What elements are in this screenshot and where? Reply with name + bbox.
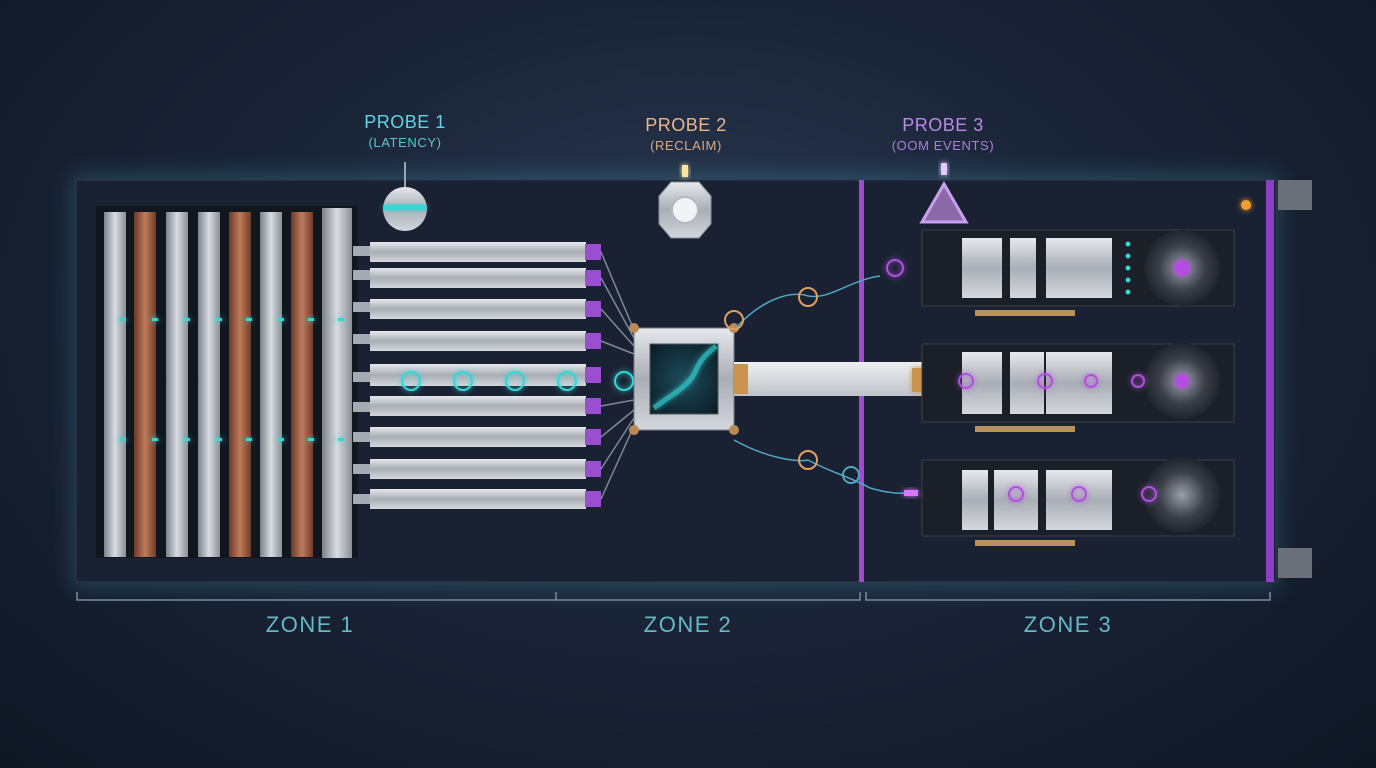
channel-bar: [370, 331, 586, 351]
cpu-traces: [600, 251, 635, 500]
channel-bar: [370, 427, 586, 447]
probe-1-sensor: [383, 162, 427, 231]
bracket-top: [1278, 180, 1312, 210]
bracket-bottom: [1278, 548, 1312, 578]
status-led: [1241, 200, 1251, 210]
probe-3-sensor: [919, 163, 969, 224]
oom-marker: [842, 466, 860, 484]
channel-bar: [370, 459, 586, 479]
probe-2-sensor: [658, 165, 712, 239]
ram-module: [322, 208, 352, 558]
ram-module: [104, 212, 126, 557]
fan-icon: [1144, 457, 1220, 533]
latency-markers: [401, 371, 634, 391]
probe-3-title: PROBE 3: [902, 115, 984, 135]
gpu-card-2: [921, 343, 1235, 432]
ram-bank: [96, 206, 358, 558]
zone-2-label: ZONE 2: [643, 612, 733, 637]
probe-1-subtitle: (LATENCY): [368, 135, 442, 150]
ram-module: [260, 212, 282, 557]
channel-bar: [370, 242, 586, 262]
probe-2-title: PROBE 2: [645, 115, 727, 135]
cpu-package: [629, 323, 739, 435]
zone-brackets: [76, 592, 1271, 601]
zone-1-label: ZONE 1: [265, 612, 355, 637]
ram-module: [166, 212, 188, 557]
channel-bar: [370, 268, 586, 288]
memory-channels: [353, 242, 601, 509]
gpu-card-1: [886, 229, 1235, 316]
channel-bar: [370, 396, 586, 416]
channel-bar: [370, 489, 586, 509]
zone-3-label: ZONE 3: [1023, 612, 1113, 637]
probe-1-title: PROBE 1: [364, 112, 446, 132]
right-rail: [1266, 180, 1274, 582]
ram-module: [134, 212, 156, 557]
ram-module: [198, 212, 220, 557]
reclaim-markers: [724, 287, 818, 470]
gpu-card-3: [904, 457, 1235, 546]
channel-bar: [370, 299, 586, 319]
ram-module: [291, 212, 313, 557]
ram-module: [229, 212, 251, 557]
data-bridge: [734, 362, 930, 396]
probe-2-subtitle: (RECLAIM): [650, 138, 722, 153]
reclaim-paths: [733, 275, 906, 494]
probe-3-subtitle: (OOM EVENTS): [891, 138, 995, 153]
